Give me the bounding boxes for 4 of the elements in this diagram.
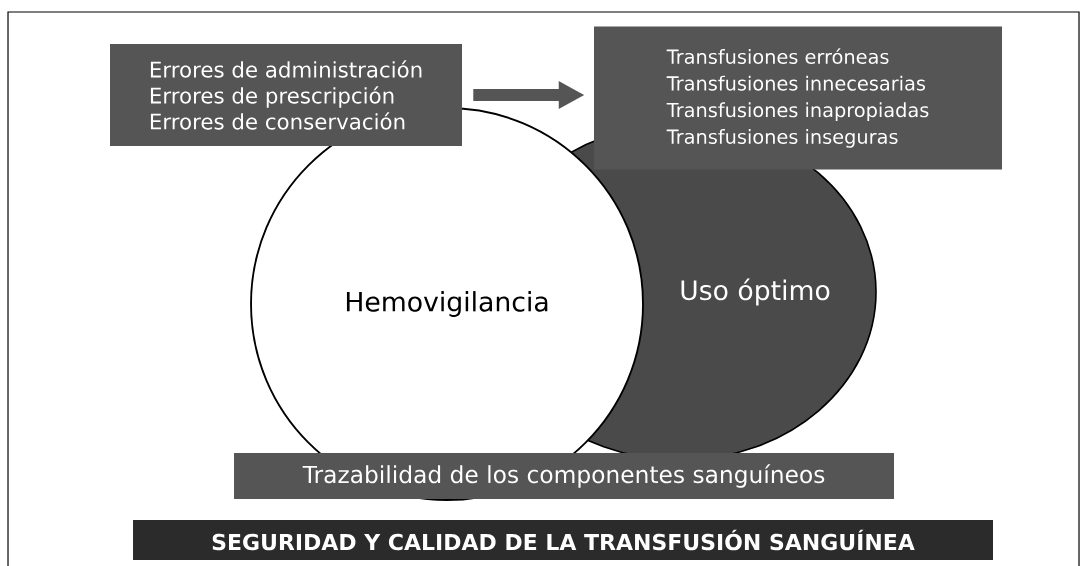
list-box: Errores de administración Errores de prescripción Errores de conservación [110, 44, 462, 146]
list-box: Transfusiones erróneas Transfusiones innecesarias Transfusiones inapropiadas Transfusiones inseguras [594, 26, 1002, 170]
label-box: Trazabilidad de los componentes sanguíneos [234, 453, 894, 499]
title-bar: SEGURIDAD Y CALIDAD DE LA TRANSFUSIÓN SANGUÍNEA [133, 520, 993, 560]
